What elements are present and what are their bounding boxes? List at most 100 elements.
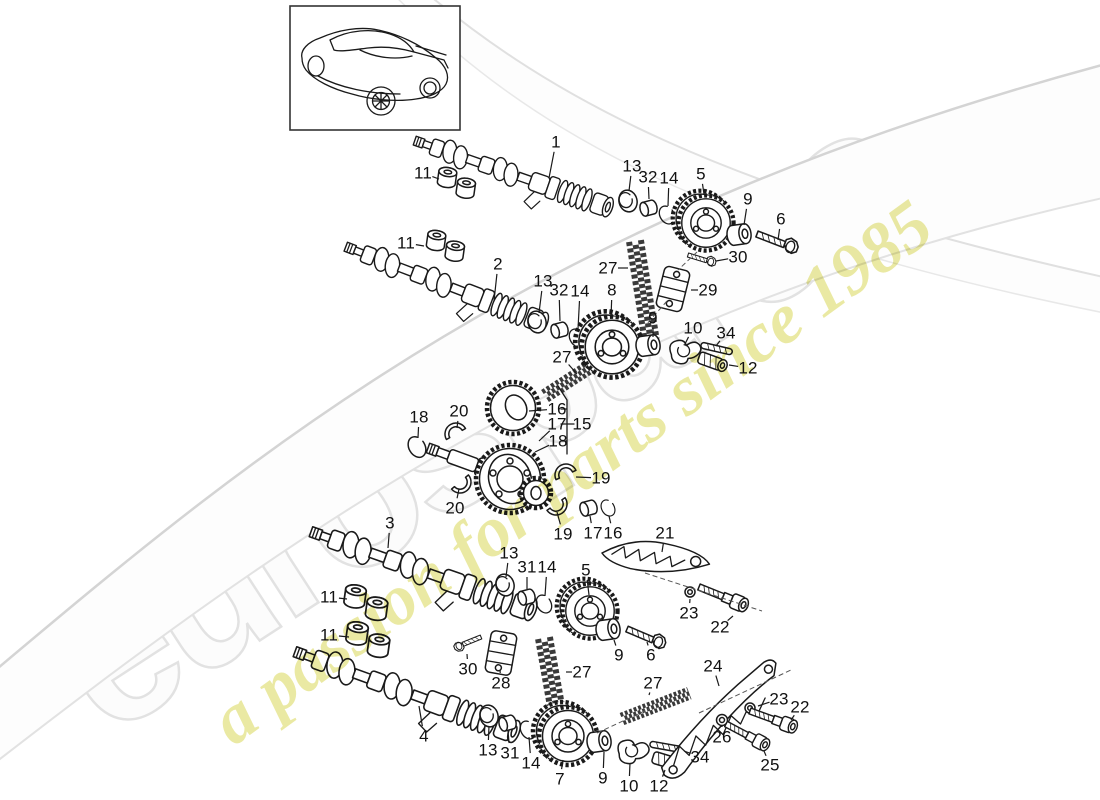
leader-line-14 xyxy=(667,187,670,207)
leader-line-9 xyxy=(743,208,748,226)
part-callout-13: 13 xyxy=(478,740,498,760)
part-callout-26: 26 xyxy=(712,727,732,747)
leader-line-16 xyxy=(528,409,548,412)
leader-line-13 xyxy=(628,175,632,192)
part-callout-34: 34 xyxy=(690,747,710,767)
part-callout-19: 19 xyxy=(553,524,573,544)
leader-line-6 xyxy=(646,641,649,646)
part-callout-24: 24 xyxy=(703,656,723,676)
leader-line-11 xyxy=(338,635,350,638)
part-callout-32: 32 xyxy=(549,280,569,300)
part-callout-5: 5 xyxy=(581,560,591,580)
part-callout-14: 14 xyxy=(659,168,679,188)
leader-line-30 xyxy=(715,258,729,262)
leader-line-10 xyxy=(684,336,690,345)
part-callout-22: 22 xyxy=(710,617,730,637)
part-callout-31: 31 xyxy=(517,557,537,577)
part-callout-8: 8 xyxy=(607,280,617,300)
part-callout-29: 29 xyxy=(698,280,718,300)
part-callout-15: 15 xyxy=(572,414,592,434)
part-callout-28: 28 xyxy=(491,673,511,693)
construction-lines xyxy=(596,251,792,734)
leader-line-11 xyxy=(432,175,440,180)
part-callout-21: 21 xyxy=(655,523,675,543)
part-callout-11: 11 xyxy=(413,163,433,183)
washer-drawing xyxy=(715,713,729,727)
part-callout-1: 1 xyxy=(551,132,561,152)
washer-drawing xyxy=(684,586,696,598)
leader-line-11 xyxy=(415,244,425,247)
leader-line-8 xyxy=(610,299,613,319)
part-callout-14: 14 xyxy=(521,753,541,773)
leader-line-2 xyxy=(493,273,498,302)
leader-line-9 xyxy=(602,751,605,769)
part-callout-7: 7 xyxy=(555,769,565,789)
car-icon xyxy=(301,27,449,116)
leader-line-23 xyxy=(757,701,770,707)
leader-line-27 xyxy=(568,364,578,375)
leader-line-25 xyxy=(763,750,767,757)
leader-line-24 xyxy=(715,675,720,687)
leader-line-5 xyxy=(586,579,590,596)
leader-line-14 xyxy=(577,300,581,330)
intermediate-shaft-drawing xyxy=(425,379,554,516)
vehicle-inset xyxy=(289,5,461,131)
part-callout-13: 13 xyxy=(533,271,553,291)
part-callout-22: 22 xyxy=(790,697,810,717)
part-callout-27: 27 xyxy=(572,662,592,682)
leader-line-17 xyxy=(538,430,551,442)
leader-line-18 xyxy=(417,426,420,439)
part-callout-11: 11 xyxy=(396,233,416,253)
leader-line-21 xyxy=(661,542,665,553)
part-callout-16: 16 xyxy=(603,523,623,543)
part-callout-18: 18 xyxy=(409,407,429,427)
part-callout-13: 13 xyxy=(622,156,642,176)
leader-line-34 xyxy=(715,340,721,347)
part-callout-30: 30 xyxy=(458,659,478,679)
leader-line-19 xyxy=(556,511,561,525)
part-callout-31: 31 xyxy=(500,743,520,763)
part-callout-32: 32 xyxy=(638,167,658,187)
part-callout-5: 5 xyxy=(696,164,706,184)
leader-line-14 xyxy=(528,736,531,754)
leader-line-5 xyxy=(701,183,705,195)
leader-line-11 xyxy=(338,597,348,600)
part-callout-6: 6 xyxy=(646,645,656,665)
part-callout-13: 13 xyxy=(499,543,519,563)
leader-line-1 xyxy=(548,151,555,179)
leader-line-6 xyxy=(777,228,781,241)
leader-line-9 xyxy=(613,639,617,646)
part-callout-19: 19 xyxy=(591,468,611,488)
part-callout-34: 34 xyxy=(716,323,736,343)
part-callout-27: 27 xyxy=(598,258,618,278)
part-callout-18: 18 xyxy=(548,431,568,451)
part-callout-27: 27 xyxy=(643,673,663,693)
part-callout-17: 17 xyxy=(547,414,567,434)
part-callout-16: 16 xyxy=(547,399,567,419)
leader-line-18 xyxy=(534,444,550,453)
part-callout-9: 9 xyxy=(648,308,658,328)
leader-line-20 xyxy=(456,488,460,499)
leader-line-32 xyxy=(647,186,650,200)
leader-line-22 xyxy=(727,615,734,621)
leader-line-13 xyxy=(487,725,490,741)
part-callout-23: 23 xyxy=(769,689,789,709)
part-callout-14: 14 xyxy=(537,557,557,577)
callout-bracket xyxy=(557,385,575,455)
part-callout-12: 12 xyxy=(649,776,669,796)
leader-line-20 xyxy=(456,420,459,429)
leader-line-22 xyxy=(790,714,795,721)
part-callout-11: 11 xyxy=(319,625,339,645)
leader-line-13 xyxy=(505,562,509,578)
leader-line-10 xyxy=(628,762,631,777)
part-callout-3: 3 xyxy=(385,513,395,533)
leader-line-27 xyxy=(648,692,651,696)
part-callout-17: 17 xyxy=(583,523,603,543)
leader-line-34 xyxy=(683,750,691,755)
part-callout-14: 14 xyxy=(570,281,590,301)
